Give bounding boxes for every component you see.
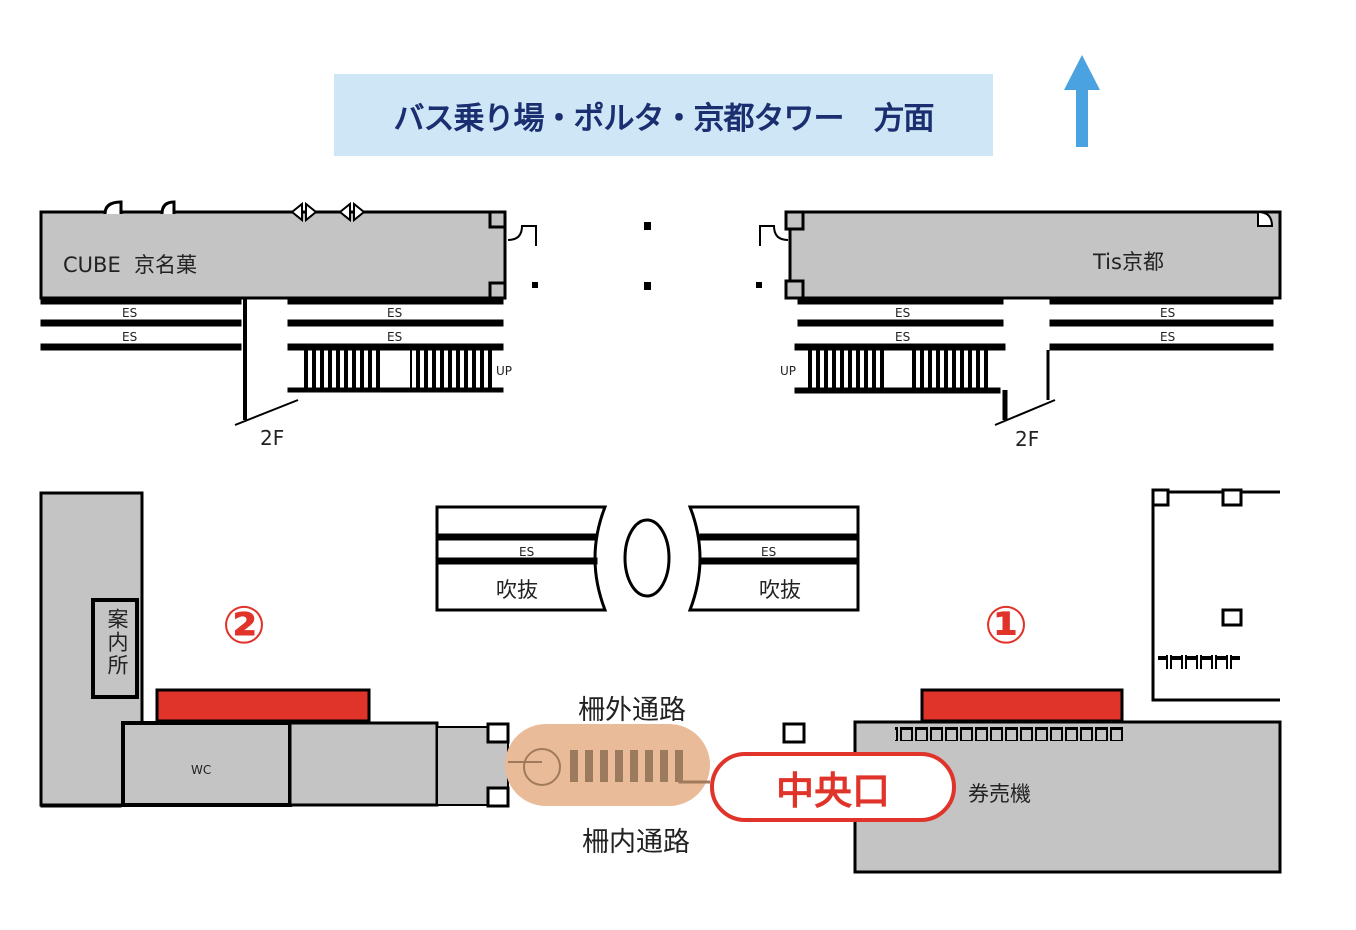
floor-label-2f: 2F — [1015, 427, 1040, 451]
pillar — [782, 722, 806, 744]
shop-label-cube: CUBE 京名菓 — [63, 253, 198, 277]
north-right-building — [759, 210, 1282, 426]
north-left-building — [39, 200, 537, 426]
escalator-label: ES — [1160, 330, 1176, 344]
stairs-up-label: UP — [496, 364, 513, 378]
escalator-label: ES — [895, 306, 911, 320]
arrow-up-icon — [1064, 55, 1100, 147]
escalator-label: ES — [1160, 306, 1176, 320]
stairs-up-label: UP — [780, 364, 797, 378]
ticket-gate-highlight-1 — [920, 688, 1124, 723]
direction-banner-text: バス乗り場・ポルタ・京都タワー 方面 — [393, 100, 935, 137]
ticket-machine-label: 券売機 — [968, 782, 1031, 806]
wc-label: WC — [191, 763, 212, 777]
escalator-label: ES — [387, 330, 403, 344]
outside-passage-label: 柵外通路 — [578, 695, 686, 726]
pillar-markers — [532, 222, 762, 290]
south-left-area — [39, 491, 510, 808]
central-exit-label: 中央口 — [775, 768, 890, 813]
info-center-label: 案内所 — [105, 608, 129, 677]
atrium-escalator-label: ES — [519, 545, 535, 559]
direction-banner: バス乗り場・ポルタ・京都タワー 方面 — [334, 74, 993, 156]
escalator-label: ES — [387, 306, 403, 320]
shop-label-tis: Tis京都 — [1093, 250, 1164, 274]
atrium-escalator-label: ES — [761, 545, 777, 559]
atrium-label: 吹抜 — [496, 578, 538, 602]
escalator-label: ES — [895, 330, 911, 344]
escalator-label: ES — [122, 306, 138, 320]
inside-passage-label: 柵内通路 — [582, 827, 690, 858]
central-exit-badge: 中央口 — [710, 752, 956, 822]
marker-2: ② — [222, 596, 267, 656]
marker-1: ① — [984, 596, 1029, 656]
atrium-label: 吹抜 — [759, 578, 801, 602]
escalator-label: ES — [122, 330, 138, 344]
ticket-gate-highlight-2 — [155, 688, 371, 723]
floor-label-2f: 2F — [260, 426, 285, 450]
atrium — [435, 505, 860, 612]
gate-highlight — [505, 724, 710, 806]
